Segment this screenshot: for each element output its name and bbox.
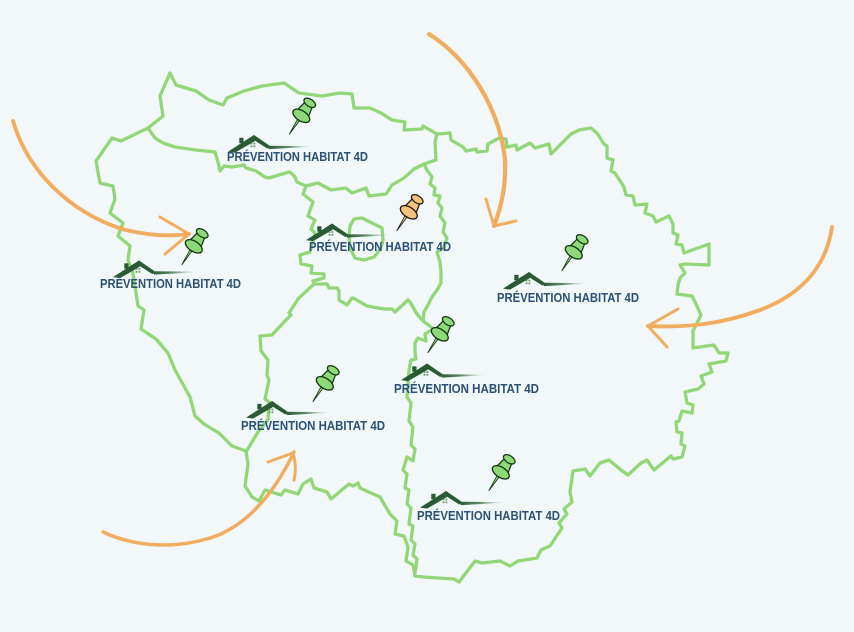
- svg-text:PRÉVENTION HABITAT 4D: PRÉVENTION HABITAT 4D: [417, 508, 560, 523]
- svg-text:PRÉVENTION HABITAT 4D: PRÉVENTION HABITAT 4D: [227, 149, 368, 164]
- svg-text:PRÉVENTION HABITAT 4D: PRÉVENTION HABITAT 4D: [394, 381, 539, 396]
- svg-text:PRÉVENTION HABITAT 4D: PRÉVENTION HABITAT 4D: [100, 276, 241, 291]
- svg-text:PRÉVENTION HABITAT 4D: PRÉVENTION HABITAT 4D: [309, 239, 451, 254]
- svg-text:PRÉVENTION HABITAT 4D: PRÉVENTION HABITAT 4D: [241, 418, 385, 433]
- svg-text:PRÉVENTION HABITAT 4D: PRÉVENTION HABITAT 4D: [497, 290, 639, 305]
